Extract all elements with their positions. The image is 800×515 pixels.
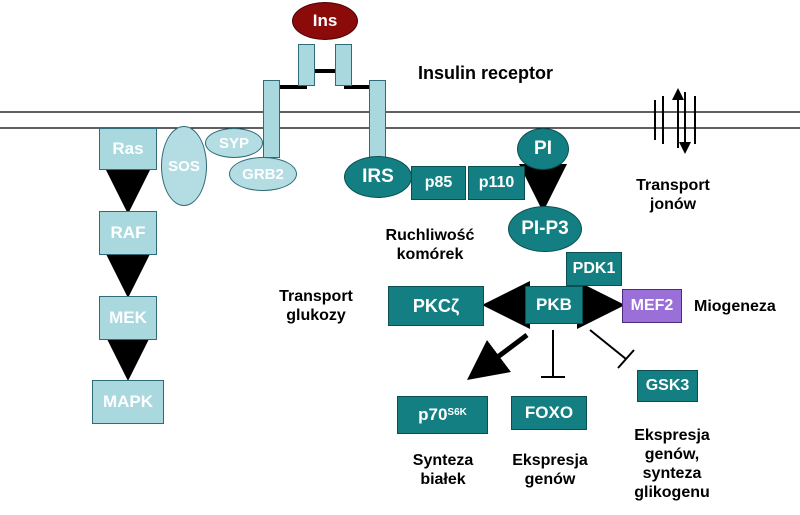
label-glikogen-line2: genów,: [644, 446, 700, 463]
label-glikogen-line3: synteza: [642, 465, 702, 482]
label-transport-glukozy: Transport glukozy: [268, 287, 364, 325]
pi-node: PI: [517, 128, 569, 170]
foxo-node: FOXO: [511, 396, 587, 430]
label-ruchliwosc-line2: komórek: [396, 246, 464, 263]
sos-node: SOS: [161, 126, 207, 206]
p110-node: p110: [468, 166, 525, 200]
insulin-receptor-title: Insulin receptor: [418, 63, 554, 83]
receptor-alpha-right: [335, 44, 352, 86]
p85-node: p85: [411, 166, 466, 200]
receptor-beta-left: [263, 80, 280, 158]
mef2-node: MEF2: [622, 289, 682, 323]
p70-label: p70: [418, 405, 448, 424]
receptor-alpha-left: [298, 44, 315, 86]
arrow-pkb-p70: [467, 333, 529, 380]
grb2-node: GRB2: [229, 157, 297, 191]
label-ekspresja-glikogenu: Ekspresja genów, synteza glikogenu: [624, 426, 720, 502]
label-transport-jonow: Transport jonów: [628, 176, 718, 214]
label-transport-glukozy-line2: glukozy: [286, 307, 346, 324]
label-synteza-line1: Synteza: [412, 452, 474, 469]
s6k-label: S6K: [447, 406, 467, 418]
ins-ligand: Ins: [292, 2, 358, 40]
inhibit-pkb-gsk3: [589, 329, 627, 360]
mek-node: MEK: [99, 296, 157, 340]
label-transport-jonow-line1: Transport: [636, 177, 710, 194]
receptor-beta-right: [369, 80, 386, 158]
label-glikogen-line4: glikogenu: [634, 484, 710, 501]
pkb-node: PKB: [525, 286, 583, 324]
raf-node: RAF: [99, 211, 157, 255]
label-transport-glukozy-line1: Transport: [279, 288, 353, 305]
label-glikogen-line1: Ekspresja: [634, 427, 710, 444]
label-ekspresja-line1: Ekspresja: [512, 452, 588, 469]
label-ekspresja-genow: Ekspresja genów: [502, 451, 598, 489]
label-ruchliwosc-komorek: Ruchliwość komórek: [378, 226, 482, 264]
label-ekspresja-line2: genów: [524, 471, 576, 488]
gsk3-node: GSK3: [637, 370, 698, 402]
label-synteza-bialek: Synteza białek: [398, 451, 488, 489]
ion-channel-icon: [654, 88, 696, 154]
pkcz-node: PKCζ: [388, 286, 484, 326]
label-miogeneza: Miogeneza: [694, 298, 776, 315]
label-ruchliwosc-line1: Ruchliwość: [385, 227, 475, 244]
label-transport-jonow-line2: jonów: [649, 196, 697, 213]
irs-node: IRS: [344, 156, 412, 198]
pip3-node: PI-P3: [508, 206, 582, 252]
syp-node: SYP: [205, 128, 263, 158]
mapk-node: MAPK: [92, 380, 164, 424]
inhibit-pkb-gsk3-bar: [617, 349, 635, 369]
pdk1-node: PDK1: [566, 252, 622, 286]
label-synteza-line2: białek: [420, 471, 466, 488]
ras-node: Ras: [99, 128, 157, 170]
